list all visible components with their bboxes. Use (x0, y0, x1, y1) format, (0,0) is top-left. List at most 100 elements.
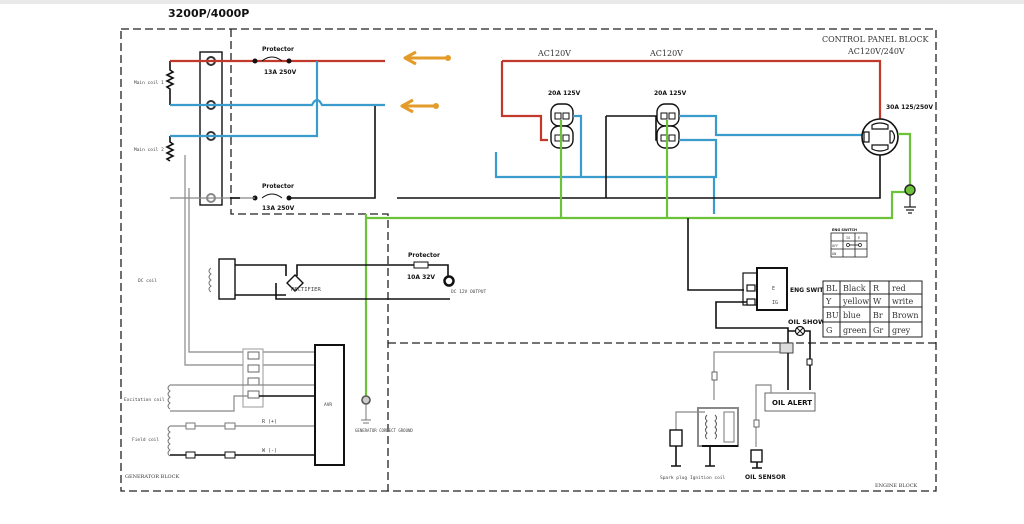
eng-switch-pin-e: E (772, 286, 775, 292)
protector-1-terminal-a (252, 58, 258, 64)
ground-icon (904, 195, 916, 214)
wire-spark-plug (675, 411, 705, 430)
wire-blue-main-1 (170, 98, 385, 107)
legend-code-1: Y (825, 297, 832, 306)
legend-name2-3: grey (892, 326, 911, 335)
main-coil-1-label: Main coil 1 (134, 80, 164, 86)
oil-sensor-icon (750, 449, 763, 463)
generator-ground-icon (361, 404, 371, 424)
legend-code-0: BL (826, 284, 838, 293)
wire-green-outlets (559, 120, 669, 218)
legend-name2-2: Brown (892, 311, 919, 320)
outlet-1-voltage: AC120V (537, 49, 571, 58)
legend-code2-1: W (873, 297, 882, 306)
switch-table-header-ig: IG (846, 236, 850, 240)
legend-name-3: green (843, 326, 867, 335)
wire-label-r-plus: R (+) (262, 419, 277, 425)
field-connector-4 (224, 451, 236, 459)
rectifier-label: RECTIFIER (291, 287, 321, 293)
switch-table-header-e: E (858, 236, 860, 240)
ignition-core (723, 411, 735, 443)
protector-1-rating: 13A 250V (264, 69, 297, 76)
main-coil-1-icon (165, 61, 175, 105)
wire-black-panel (606, 152, 881, 199)
wire-blue-panel (494, 138, 718, 179)
wire-dc-in (235, 264, 287, 296)
oil-alert-box (764, 392, 816, 412)
legend-code2-2: Br (873, 311, 883, 320)
wire-dc-positive (296, 264, 449, 276)
field-connector-3 (185, 451, 196, 459)
dc-output-terminal (443, 275, 455, 287)
spark-plug-ground-icon (671, 446, 681, 467)
switch-table: ENG SWITCH IG E OFF ON (830, 228, 868, 258)
legend-code2-3: Gr (873, 326, 883, 335)
eng-switch-pin-ig: IG (772, 300, 778, 306)
protector-2-terminal-b (286, 195, 292, 201)
wire-blue-outlet-1 (573, 114, 583, 177)
ground-terminal (904, 184, 916, 196)
top-bar (0, 0, 1024, 4)
fuse-1-icon (261, 56, 283, 62)
wire-dc-negative (275, 283, 450, 300)
switch-table-title: ENG SWITCH (832, 228, 857, 232)
wire-label-w-minus: W (-) (262, 448, 277, 454)
spark-plug-label: Spark plug (660, 475, 687, 481)
dc-coil-icon (208, 267, 212, 293)
outlet-2-rating: 20A 125V (654, 90, 687, 97)
field-connector-1 (185, 422, 196, 430)
wire-yg-eng-switch (687, 218, 744, 291)
legend-name-0: Black (843, 284, 866, 293)
ignition-coil-icon (705, 414, 717, 440)
dc-output-label: DC 12V OUTPUT (451, 289, 487, 295)
avr-pin-3 (247, 377, 260, 386)
outlet-2-voltage: AC120V (649, 49, 683, 58)
protector-3-label: Protector (408, 252, 440, 259)
wire-black-main (290, 106, 376, 199)
oil-alert-label: OIL ALERT (772, 399, 812, 407)
oil-sensor-fuse (753, 419, 760, 428)
color-legend-table (822, 280, 923, 338)
avr-pin-1 (247, 351, 260, 360)
main-coil-2-label: Main coil 2 (134, 147, 164, 153)
arrow-icon-2 (400, 98, 439, 114)
avr-box (314, 344, 345, 466)
switch-table-row-on: ON (832, 252, 836, 256)
ignition-coil-label: Ignition coil (690, 475, 726, 481)
wire-black-outlet-2 (605, 115, 657, 198)
excitation-coil-icon (167, 384, 171, 410)
protector-2-rating: 13A 250V (262, 205, 295, 212)
control-panel-voltage-label: AC120V/240V (847, 47, 905, 56)
outlet-1-rating: 20A 125V (548, 90, 581, 97)
wire-grey-gr-avr (188, 188, 315, 353)
wire-oil-sensor (755, 384, 772, 447)
oil-sensor-label: OIL SENSOR (745, 474, 786, 481)
protector-2-label: Protector (262, 183, 294, 190)
generator-ground-label: GENERATOR CORRECT GROUND (355, 428, 413, 433)
avr-pin-4 (247, 390, 260, 399)
switch-table-row-off: OFF (832, 244, 838, 248)
spark-plug-icon (669, 429, 683, 447)
oil-show-label: OIL SHOW (788, 318, 825, 326)
wire-grey-w-avr (184, 155, 315, 366)
legend-name-1: yellow (842, 297, 869, 306)
outlet-30a-icon (861, 118, 899, 156)
diagram-title: 3200P/4000P (168, 7, 249, 20)
terminal-block (199, 51, 223, 206)
eng-switch-pin-ig-icon (746, 298, 756, 306)
field-coil-icon (167, 425, 171, 457)
legend-name2-0: red (892, 284, 906, 293)
outlet-3-rating: 30A 125/250V (886, 104, 933, 111)
dc-connector (218, 258, 236, 300)
wire-bl-ig (715, 301, 789, 348)
ignition-fuse (711, 371, 718, 381)
engine-block-label: ENGINE BLOCK (875, 483, 918, 489)
field-connector-2 (224, 422, 236, 430)
oil-sensor-ground-icon (752, 462, 762, 469)
oil-show-lamp-cross (796, 327, 804, 335)
avr-label: AVR (324, 402, 332, 408)
legend-name2-1: write (892, 297, 913, 306)
excitation-coil-label: Excitation coil (124, 397, 165, 403)
legend-code2-0: R (873, 284, 880, 293)
